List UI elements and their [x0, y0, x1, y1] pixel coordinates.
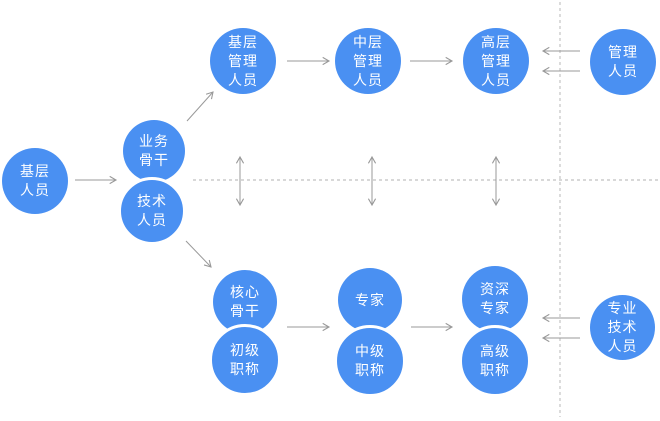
node-senior-expert: 资深 专家 [462, 266, 528, 332]
node-senior-manager: 高层 管理 人员 [463, 28, 529, 94]
arrow-backbone-to-junior-manager [186, 91, 214, 122]
node-technical-staff: 技术 人员 [118, 177, 186, 245]
node-base-staff: 基层 人员 [2, 148, 68, 214]
node-core-backbone: 核心 骨干 [213, 270, 277, 334]
node-business-backbone: 业务 骨干 [123, 120, 185, 182]
node-management-staff: 管理 人员 [590, 29, 656, 95]
node-junior-title: 初级 职称 [209, 324, 281, 396]
node-intermediate-title: 中级 职称 [334, 325, 406, 397]
node-middle-manager: 中层 管理 人员 [335, 28, 401, 94]
node-senior-title: 高级 职称 [459, 325, 531, 397]
node-junior-manager: 基层 管理 人员 [210, 28, 276, 94]
arrow-technical-to-core-backbone [185, 240, 212, 268]
node-professional-technical-staff: 专业 技术 人员 [590, 295, 655, 360]
node-expert: 专家 [338, 268, 402, 332]
